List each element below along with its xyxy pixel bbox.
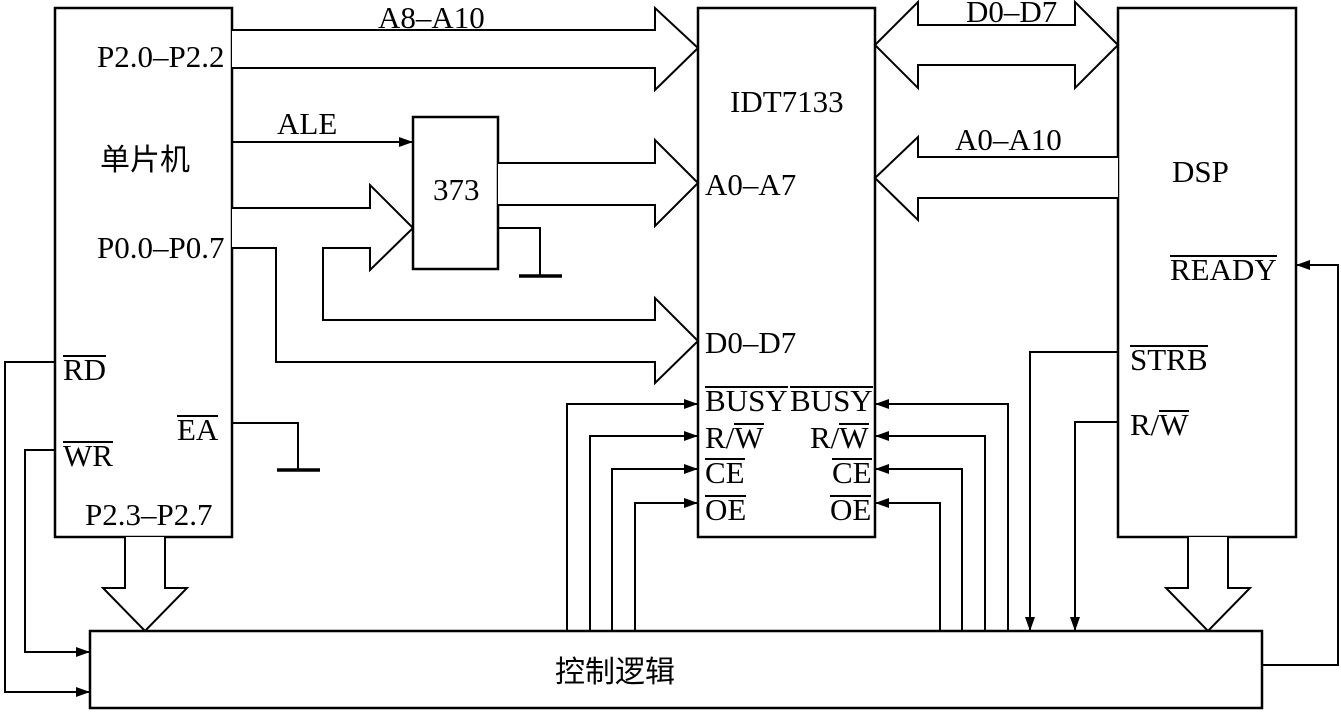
ea-text: EA	[177, 412, 219, 447]
data-bus-bidirectional-arrow	[873, 0, 1120, 91]
wr-text: WR	[63, 438, 113, 473]
idt7133-box	[696, 6, 877, 539]
latch-to-address-bus-arrow	[498, 137, 700, 229]
mcu-p2-lower-label: P2.3–P2.7	[85, 497, 213, 532]
mcu-p2-lower-bus-arrow	[100, 537, 190, 633]
strb-wire	[1025, 351, 1118, 631]
ale-label: ALE	[277, 106, 338, 141]
rw-left-wire	[589, 431, 698, 631]
idt-data-label: D0–D7	[705, 325, 797, 360]
ea-ground-wire	[232, 422, 299, 470]
dsp-rw-wire	[1070, 421, 1118, 631]
idt-busy-left-label: BUSY	[705, 385, 788, 416]
high-address-bus-label: A8–A10	[378, 0, 485, 35]
ce-left-text: CE	[705, 455, 745, 490]
busy-left-text: BUSY	[705, 383, 788, 418]
idt-ce-left-label: CE	[705, 457, 745, 488]
rw-right-wire	[875, 431, 986, 631]
mcu-p0-label: P0.0–P0.7	[97, 230, 225, 265]
oe-left-wire	[634, 498, 698, 631]
ce-right-wire	[875, 464, 963, 631]
latch-title: 373	[433, 172, 480, 207]
busy-left-wire	[566, 399, 698, 631]
idt-rw-right-label: R/W	[810, 422, 869, 453]
mcu-rd-label: RD	[63, 352, 107, 387]
idt-address-label: A0–A7	[705, 167, 797, 202]
dsp-rw-bar: W	[1159, 407, 1189, 442]
idt7133-title: IDT7133	[730, 84, 844, 119]
idt-ce-right-label: CE	[832, 457, 872, 488]
latch-ground-wire	[498, 227, 541, 276]
ready-wire	[1262, 260, 1339, 666]
dsp-address-bus-arrow	[873, 134, 1118, 223]
latch-373-box	[411, 115, 500, 271]
mcu-ea-label: EA	[177, 412, 219, 447]
mcu-wr-label: WR	[63, 440, 113, 471]
strb-text: STRB	[1130, 342, 1208, 377]
mcu-p2-upper-label: P2.0–P2.2	[97, 39, 225, 74]
control-logic-box	[88, 629, 1264, 710]
dsp-address-bus-label: A0–A10	[955, 122, 1062, 157]
idt-busy-right-label: BUSY	[790, 385, 873, 416]
oe-left-text: OE	[705, 492, 747, 527]
dsp-bus-to-control-arrow	[1163, 537, 1253, 633]
oe-right-text: OE	[830, 492, 872, 527]
data-bus-label: D0–D7	[966, 0, 1058, 29]
busy-right-wire	[875, 399, 1009, 631]
idt-oe-right-label: OE	[830, 492, 872, 527]
rw-left-bar: W	[734, 420, 764, 455]
rd-text: RD	[63, 352, 107, 387]
dsp-rw-label: R/W	[1130, 409, 1189, 440]
dsp-strb-label: STRB	[1130, 344, 1208, 375]
dsp-rw-prefix: R/	[1130, 407, 1160, 442]
dsp-ready-label: READY	[1170, 254, 1277, 285]
dsp-title: DSP	[1172, 154, 1229, 189]
mcu-box	[53, 6, 234, 539]
oe-right-wire	[875, 498, 941, 631]
mcu-title: 单片机	[100, 143, 190, 178]
ready-text: READY	[1170, 252, 1277, 287]
idt-rw-left-label: R/W	[705, 422, 764, 453]
busy-right-text: BUSY	[790, 383, 873, 418]
idt-oe-left-label: OE	[705, 492, 747, 527]
wr-wire	[24, 449, 90, 657]
rd-wire	[4, 361, 90, 697]
control-logic-title: 控制逻辑	[555, 655, 675, 690]
rw-left-prefix: R/	[705, 420, 735, 455]
high-address-bus-arrow	[232, 5, 700, 93]
ce-left-wire	[611, 464, 698, 631]
rw-right-bar: W	[839, 420, 869, 455]
rw-right-prefix: R/	[810, 420, 840, 455]
p0-bus-arrow	[232, 182, 700, 386]
ce-right-text: CE	[832, 455, 872, 490]
dsp-box	[1116, 6, 1298, 539]
